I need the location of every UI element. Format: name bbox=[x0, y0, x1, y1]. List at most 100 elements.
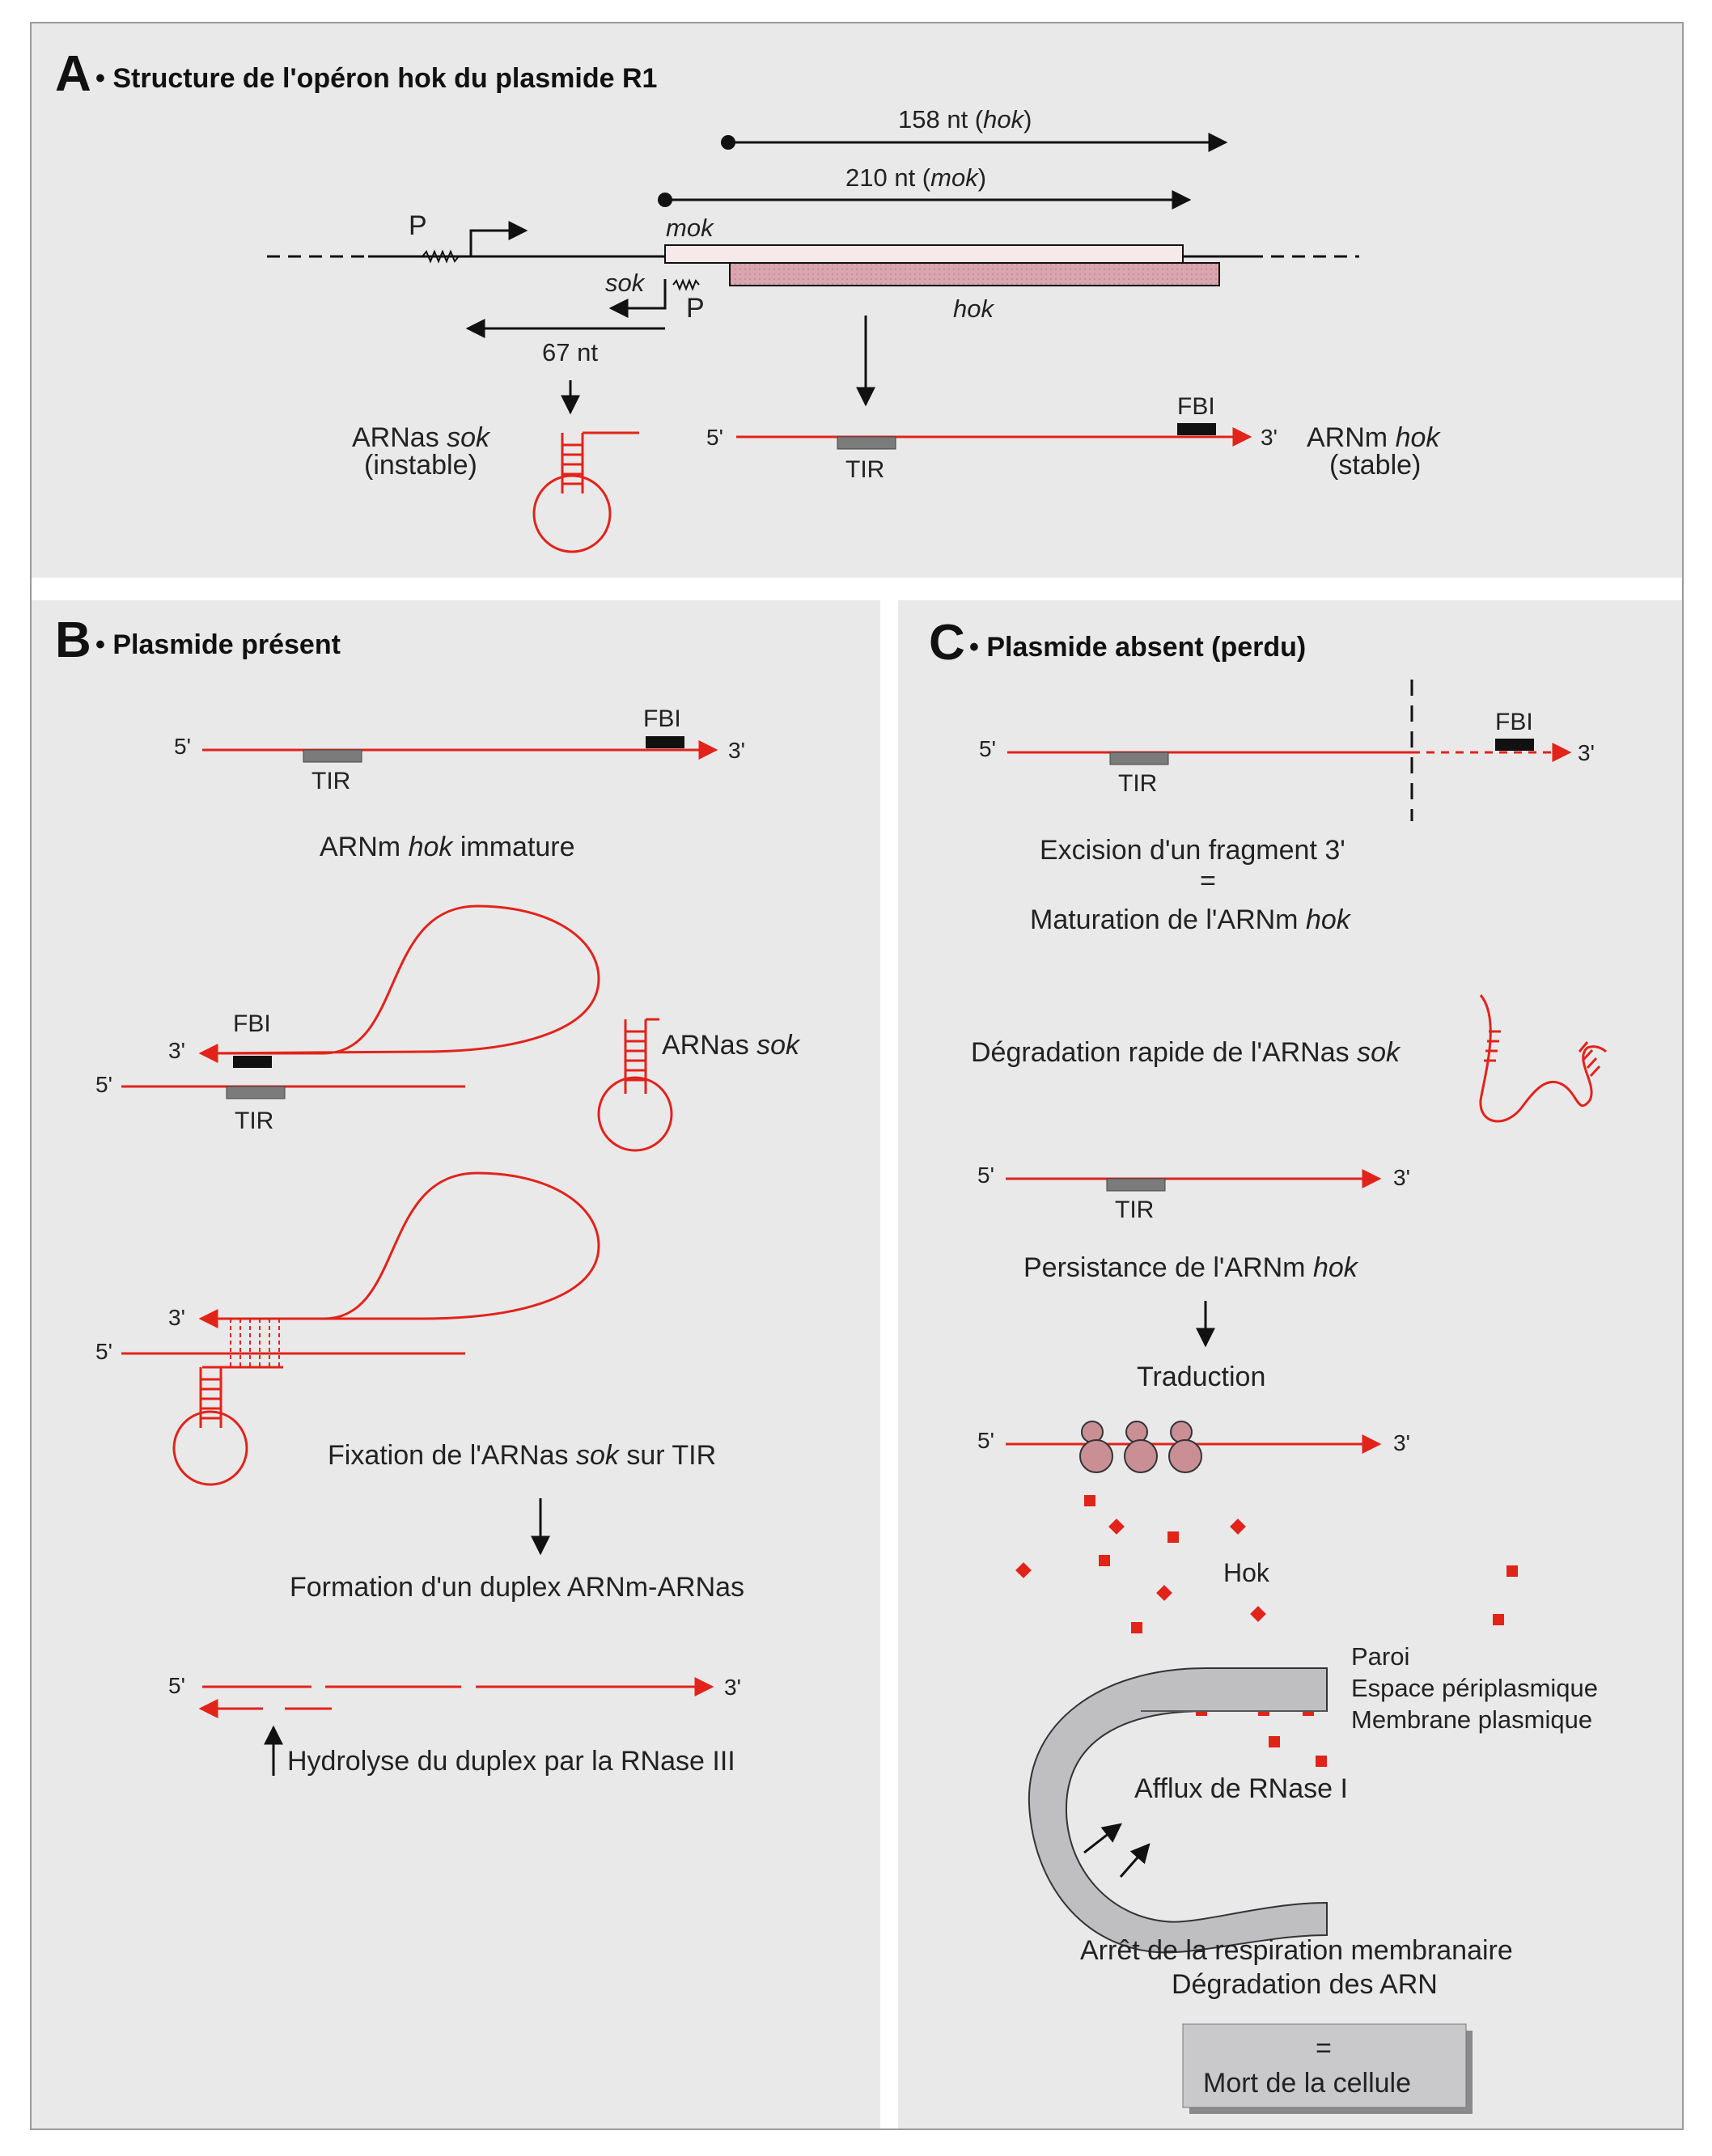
tir-label-c1: TIR bbox=[1118, 770, 1157, 797]
tir-box-a bbox=[837, 436, 896, 450]
folded-mrna-b1 bbox=[206, 904, 600, 1055]
degradation-sok-label: Dégradation rapide de l'ARNas sok bbox=[971, 1037, 1401, 1068]
panel-b: B • Plasmide présent 5' TIR FBI 3' ARNm … bbox=[55, 612, 801, 1777]
ribosome-1-large bbox=[1079, 1439, 1113, 1473]
hydrolyse-label: Hydrolyse du duplex par la RNase III bbox=[287, 1746, 735, 1777]
mok-box bbox=[664, 244, 1184, 264]
three-prime-c1: 3' bbox=[1578, 740, 1595, 765]
immature-label: ARNm hok immature bbox=[320, 832, 575, 862]
hok-box bbox=[729, 262, 1220, 286]
three-prime-b3: 3' bbox=[168, 1305, 185, 1330]
mort-label: Mort de la cellule bbox=[1203, 2068, 1411, 2099]
fbi-box-b2 bbox=[233, 1056, 272, 1068]
sok-label: sok bbox=[605, 269, 646, 297]
ribosome-3-small bbox=[1170, 1421, 1193, 1443]
fbi-label-a: FBI bbox=[1177, 393, 1215, 420]
panel-a-title: • Structure de l'opéron hok du plasmide … bbox=[95, 63, 657, 94]
ribosome-2-large bbox=[1124, 1439, 1158, 1473]
three-prime-b1: 3' bbox=[728, 738, 745, 763]
arret-label: Arrêt de la respiration membranaire bbox=[1080, 1935, 1513, 1966]
sok-promoter-p-label: P bbox=[686, 293, 705, 324]
panel-b-background bbox=[31, 600, 880, 2129]
sok-promoter-zigzag bbox=[672, 278, 700, 291]
arnm-hok-label-a: ARNm hok bbox=[1307, 422, 1441, 453]
mok-label: mok bbox=[666, 214, 714, 242]
fbi-label-c1: FBI bbox=[1495, 709, 1533, 735]
five-prime-a: 5' bbox=[706, 425, 723, 450]
paroi-label: Paroi bbox=[1351, 1642, 1409, 1671]
arnm-hok-stable-label: (stable) bbox=[1329, 450, 1421, 481]
espace-label: Espace périplasmique bbox=[1351, 1674, 1598, 1702]
five-prime-b4: 5' bbox=[168, 1673, 185, 1698]
ribosome-3-large bbox=[1168, 1439, 1202, 1473]
tir-box-c1 bbox=[1109, 752, 1169, 765]
arnas-sok-label-b: ARNas sok bbox=[662, 1030, 801, 1061]
mort-equals: = bbox=[1316, 2033, 1332, 2064]
ribosome-1-small bbox=[1081, 1421, 1104, 1443]
three-prime-c3: 3' bbox=[1393, 1430, 1410, 1455]
sok-rna-stemloop-b bbox=[597, 1018, 673, 1152]
panel-a-letter: A bbox=[55, 46, 91, 102]
panel-c-background bbox=[898, 600, 1683, 2129]
tir-box-b1 bbox=[303, 749, 362, 763]
excision-label: Excision d'un fragment 3' bbox=[1040, 835, 1345, 866]
panel-c-title: • Plasmide absent (perdu) bbox=[969, 632, 1306, 663]
five-prime-b1: 5' bbox=[174, 734, 191, 759]
tir-label-a: TIR bbox=[845, 456, 884, 483]
fbi-box-b1 bbox=[646, 736, 684, 748]
afflux-arrow-1 bbox=[1083, 1823, 1122, 1854]
excision-equals: = bbox=[1200, 866, 1216, 896]
sok-promoter-arrow bbox=[608, 279, 667, 318]
sok-rna-stemloop-bound bbox=[172, 1367, 248, 1486]
arnas-sok-label-a: ARNas sok bbox=[352, 422, 491, 453]
duplex-pairing-b bbox=[230, 1319, 280, 1367]
promoter-p-label: P bbox=[409, 210, 427, 241]
label-210nt: 210 nt (mok) bbox=[845, 163, 986, 192]
five-prime-c1: 5' bbox=[979, 736, 996, 761]
panel-b-letter: B bbox=[55, 612, 91, 668]
panel-c-letter: C bbox=[929, 615, 965, 671]
maturation-label: Maturation de l'ARNm hok bbox=[1030, 904, 1352, 935]
membrane-label: Membrane plasmique bbox=[1351, 1705, 1592, 1734]
tir-label-c2: TIR bbox=[1115, 1197, 1154, 1223]
ribosomes bbox=[1079, 1421, 1202, 1473]
panel-b-title: • Plasmide présent bbox=[95, 629, 341, 660]
tir-box-b2 bbox=[226, 1086, 286, 1099]
five-prime-b3: 5' bbox=[95, 1339, 112, 1364]
afflux-label: Afflux de RNase I bbox=[1134, 1773, 1348, 1804]
degradation-arn-label: Dégradation des ARN bbox=[1172, 1969, 1438, 2000]
promoter-zigzag bbox=[422, 249, 460, 264]
label-158nt: 158 nt (hok) bbox=[898, 105, 1032, 133]
folded-mrna-b2 bbox=[206, 1171, 600, 1320]
arnas-sok-instable-label: (instable) bbox=[364, 450, 477, 481]
fixation-label: Fixation de l'ARNas sok sur TIR bbox=[328, 1440, 716, 1471]
fbi-box-a bbox=[1177, 423, 1216, 435]
afflux-arrow-2 bbox=[1119, 1843, 1151, 1878]
five-prime-c3: 5' bbox=[977, 1428, 994, 1453]
panel-c: C • Plasmide absent (perdu) 5' TIR FBI 3… bbox=[929, 615, 1608, 2114]
fbi-label-b2: FBI bbox=[233, 1010, 271, 1037]
label-67nt: 67 nt bbox=[542, 338, 598, 366]
persistance-label: Persistance de l'ARNm hok bbox=[1023, 1252, 1359, 1283]
promoter-arrow bbox=[469, 221, 528, 256]
hok-label: hok bbox=[953, 294, 994, 323]
three-prime-b4: 3' bbox=[724, 1675, 741, 1700]
formation-label: Formation d'un duplex ARNm-ARNas bbox=[290, 1572, 744, 1603]
three-prime-b2: 3' bbox=[168, 1038, 185, 1063]
fbi-label-b1: FBI bbox=[643, 705, 681, 732]
mort-box bbox=[1182, 2023, 1467, 2108]
panel-a: A • Structure de l'opéron hok du plasmid… bbox=[55, 46, 1441, 553]
five-prime-b2: 5' bbox=[95, 1072, 112, 1097]
hok-protein-label: Hok bbox=[1223, 1558, 1270, 1587]
ribosome-2-small bbox=[1125, 1421, 1148, 1443]
cell-envelope bbox=[1028, 1667, 1328, 1954]
tir-label-b2: TIR bbox=[235, 1108, 273, 1134]
tir-label-b1: TIR bbox=[311, 768, 350, 794]
five-prime-c2: 5' bbox=[977, 1163, 994, 1188]
figure-frame bbox=[30, 22, 1684, 2130]
fbi-box-c1 bbox=[1495, 739, 1534, 751]
panel-a-background bbox=[31, 23, 1683, 578]
traduction-label: Traduction bbox=[1137, 1362, 1265, 1392]
three-prime-a: 3' bbox=[1261, 425, 1278, 450]
